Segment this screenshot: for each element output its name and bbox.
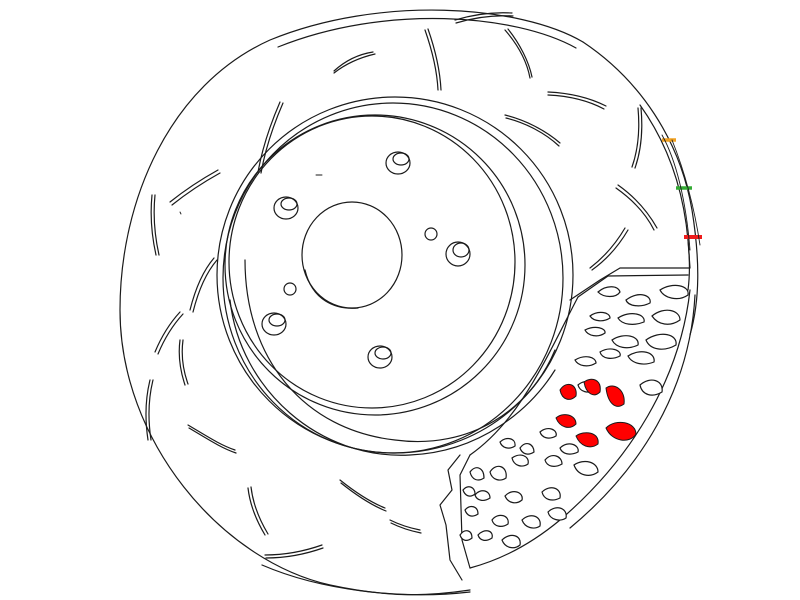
hat-cylinder-left-2 [229, 299, 556, 456]
rotor-slots [145, 12, 658, 559]
locator-holes [283, 227, 438, 296]
cutaway-top-edge-2 [577, 274, 689, 298]
center-bore-depth [304, 269, 359, 309]
vent-vanes [459, 284, 689, 549]
rotor-right-rim-inner [639, 104, 691, 291]
rotor-outer-edge-inner [277, 17, 577, 49]
rotor-lower-rim [261, 564, 471, 596]
rotor-right-rim [582, 41, 699, 336]
center-bore [301, 201, 403, 309]
highlighted-vanes [555, 378, 637, 448]
cutaway-outer-curve-2 [569, 294, 696, 529]
lug-holes [261, 151, 471, 369]
hub-face [224, 114, 526, 416]
hat-outer-ring-2 [222, 102, 564, 454]
rotor-outer-edge [119, 9, 584, 596]
cutaway-bottom-edge-2 [459, 454, 471, 569]
stray-mark-2 [179, 211, 182, 215]
cutaway-bottom-edge [439, 454, 463, 581]
cutaway-inner-curve [469, 296, 579, 456]
cutaway-outer-curve [469, 289, 691, 569]
layer-lines [661, 134, 701, 251]
hub-face-inner [228, 115, 516, 409]
hat-cylinder-left [244, 259, 556, 443]
cutaway-top-edge [569, 239, 691, 301]
